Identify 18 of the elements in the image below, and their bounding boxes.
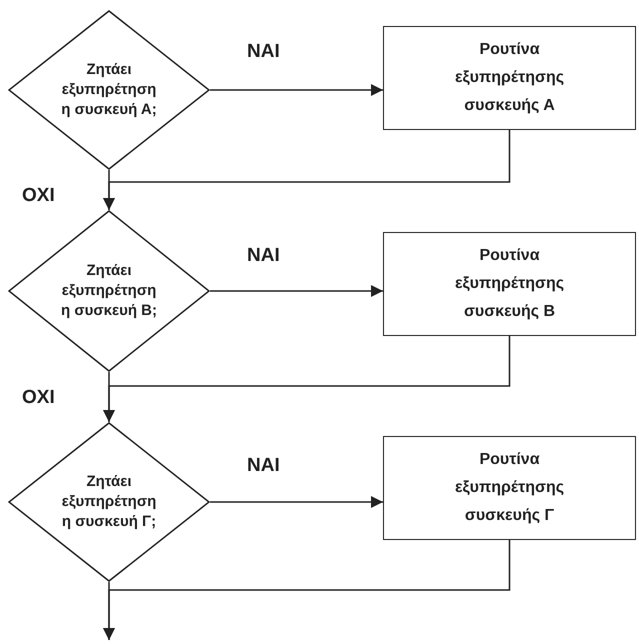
arrow	[210, 496, 383, 508]
process-text: Ρουτίνα εξυπηρέτησης συσκευής Γ	[454, 450, 566, 526]
process-text: Ρουτίνα εξυπηρέτησης συσκευής Α	[454, 40, 566, 116]
decision-diamond	[8, 422, 210, 582]
decision-text: Ζητάει εξυπηρέτηση η συσκευή Α;	[60, 60, 158, 120]
decision-text: Ζητάει εξυπηρέτηση η συσκευή Γ;	[60, 472, 158, 532]
arrow	[103, 372, 115, 422]
arrow	[103, 582, 115, 640]
decision-diamond	[8, 10, 210, 170]
decision-diamond	[8, 210, 210, 372]
process-box	[383, 436, 636, 540]
decision-text: Ζητάει εξυπηρέτηση η συσκευή Β;	[60, 261, 158, 321]
process-box	[383, 26, 636, 130]
arrow	[103, 170, 115, 210]
arrow	[210, 84, 383, 96]
arrow	[210, 285, 383, 297]
process-text: Ρουτίνα εξυπηρέτησης συσκευής Β	[454, 246, 566, 322]
process-box	[383, 232, 636, 336]
